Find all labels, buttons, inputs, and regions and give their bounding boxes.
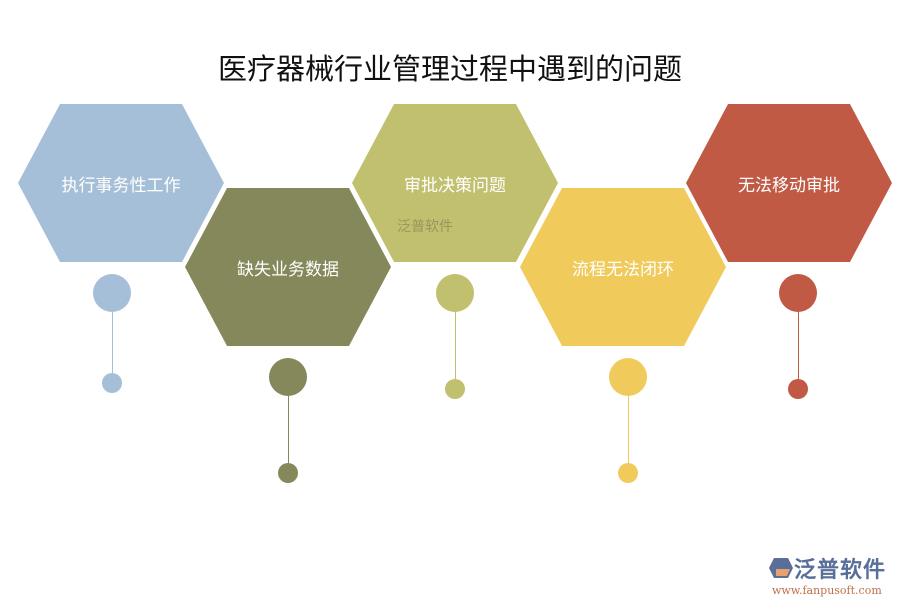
large-circle [269, 358, 307, 396]
logo: 泛普软件 www.fanpusoft.com [768, 552, 886, 597]
small-circle [618, 463, 638, 483]
large-circle [609, 358, 647, 396]
logo-url: www.fanpusoft.com [772, 584, 882, 597]
hexagon-fill: 执行事务性工作 [18, 104, 224, 262]
hexagon-label: 执行事务性工作 [61, 175, 181, 196]
connector-line [455, 312, 456, 392]
connector-line [112, 312, 113, 392]
large-circle [93, 274, 131, 312]
hexagon-fill: 缺失业务数据 [185, 188, 391, 346]
hexagon-label: 审批决策问题 [404, 175, 506, 196]
hexagon-fill: 审批决策问题 [352, 104, 558, 262]
hexagon-4: 流程无法闭环 [517, 185, 729, 349]
small-circle [278, 463, 298, 483]
hexagon-label: 缺失业务数据 [237, 259, 339, 280]
small-circle [445, 379, 465, 399]
page-title: 医疗器械行业管理过程中遇到的问题 [217, 52, 682, 86]
hexagon-5: 无法移动审批 [683, 101, 895, 265]
hexagon-3: 审批决策问题 [349, 101, 561, 265]
small-circle [102, 373, 122, 393]
hexagon-label: 无法移动审批 [738, 175, 840, 196]
connector-line [288, 396, 289, 482]
connector-line [628, 396, 629, 482]
logo-icon [769, 558, 793, 578]
large-circle [436, 274, 474, 312]
logo-name: 泛普软件 [794, 558, 887, 583]
hexagon-label: 流程无法闭环 [572, 259, 674, 280]
hexagon-fill: 流程无法闭环 [520, 188, 726, 346]
connector-line [798, 312, 799, 392]
hexagon-fill: 无法移动审批 [686, 104, 892, 262]
hexagon-2: 缺失业务数据 [182, 185, 394, 349]
large-circle [779, 274, 817, 312]
small-circle [788, 379, 808, 399]
hexagon-1: 执行事务性工作 [15, 101, 227, 265]
watermark: 泛普软件 [397, 219, 453, 235]
